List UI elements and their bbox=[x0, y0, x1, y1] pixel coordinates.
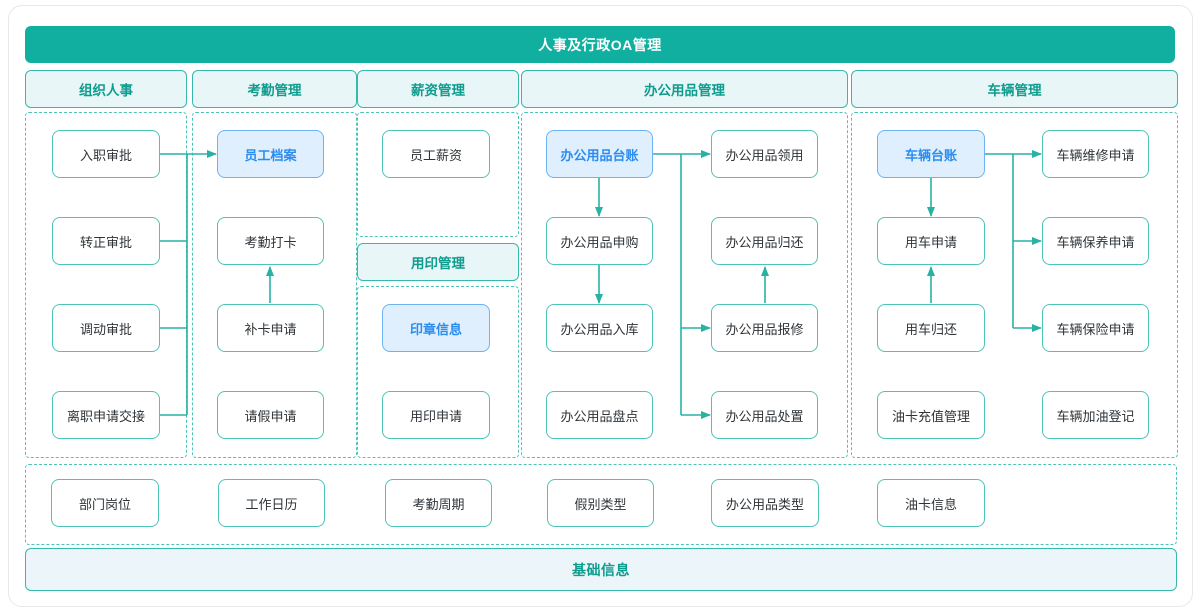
node-seal-use-request: 用印申请 bbox=[382, 391, 490, 439]
group-office-supplies bbox=[521, 112, 848, 458]
node-supplies-requisition: 办公用品领用 bbox=[711, 130, 818, 178]
node-transfer-approval: 调动审批 bbox=[52, 304, 160, 352]
group-salary bbox=[357, 112, 519, 237]
header-seal-mgmt: 用印管理 bbox=[357, 243, 519, 281]
header-office-supplies-mgmt: 办公用品管理 bbox=[521, 70, 848, 108]
header-vehicle-mgmt: 车辆管理 bbox=[851, 70, 1178, 108]
node-supplies-stocktaking: 办公用品盘点 bbox=[546, 391, 653, 439]
diagram-title-banner: 人事及行政OA管理 bbox=[25, 26, 1175, 63]
group-attendance bbox=[192, 112, 357, 458]
node-leave-type: 假别类型 bbox=[547, 479, 654, 527]
node-supplies-type: 办公用品类型 bbox=[711, 479, 819, 527]
node-onboarding-approval: 入职审批 bbox=[52, 130, 160, 178]
node-vehicle-return: 用车归还 bbox=[877, 304, 985, 352]
node-vehicle-maintenance-request: 车辆保养申请 bbox=[1042, 217, 1149, 265]
node-supplies-warehouse-in: 办公用品入库 bbox=[546, 304, 653, 352]
node-attendance-period: 考勤周期 bbox=[385, 479, 492, 527]
node-vehicle-use-request: 用车申请 bbox=[877, 217, 985, 265]
node-resignation-handover: 离职申请交接 bbox=[52, 391, 160, 439]
node-supplies-purchase-request: 办公用品申购 bbox=[546, 217, 653, 265]
node-supplies-return: 办公用品归还 bbox=[711, 217, 818, 265]
node-seal-info: 印章信息 bbox=[382, 304, 490, 352]
node-checkin-correction-request: 补卡申请 bbox=[217, 304, 324, 352]
node-vehicle-ledger: 车辆台账 bbox=[877, 130, 985, 178]
node-supplies-disposal: 办公用品处置 bbox=[711, 391, 818, 439]
node-supplies-ledger: 办公用品台账 bbox=[546, 130, 653, 178]
group-vehicle bbox=[851, 112, 1178, 458]
group-base-info bbox=[25, 464, 1177, 545]
node-fuel-card-recharge: 油卡充值管理 bbox=[877, 391, 985, 439]
node-regularization-approval: 转正审批 bbox=[52, 217, 160, 265]
node-work-calendar: 工作日历 bbox=[218, 479, 325, 527]
outer-frame bbox=[8, 5, 1193, 607]
header-salary-mgmt: 薪资管理 bbox=[357, 70, 519, 108]
node-vehicle-repair-request: 车辆维修申请 bbox=[1042, 130, 1149, 178]
node-employee-archive: 员工档案 bbox=[217, 130, 324, 178]
node-dept-position: 部门岗位 bbox=[51, 479, 159, 527]
base-info-banner: 基础信息 bbox=[25, 548, 1177, 591]
header-org-personnel: 组织人事 bbox=[25, 70, 187, 108]
group-seal bbox=[357, 286, 519, 458]
node-vehicle-refuel-log: 车辆加油登记 bbox=[1042, 391, 1149, 439]
node-employee-salary: 员工薪资 bbox=[382, 130, 490, 178]
node-leave-request: 请假申请 bbox=[217, 391, 324, 439]
node-vehicle-insurance-request: 车辆保险申请 bbox=[1042, 304, 1149, 352]
node-supplies-repair: 办公用品报修 bbox=[711, 304, 818, 352]
node-attendance-checkin: 考勤打卡 bbox=[217, 217, 324, 265]
header-attendance-mgmt: 考勤管理 bbox=[192, 70, 357, 108]
node-fuel-card-info: 油卡信息 bbox=[877, 479, 985, 527]
